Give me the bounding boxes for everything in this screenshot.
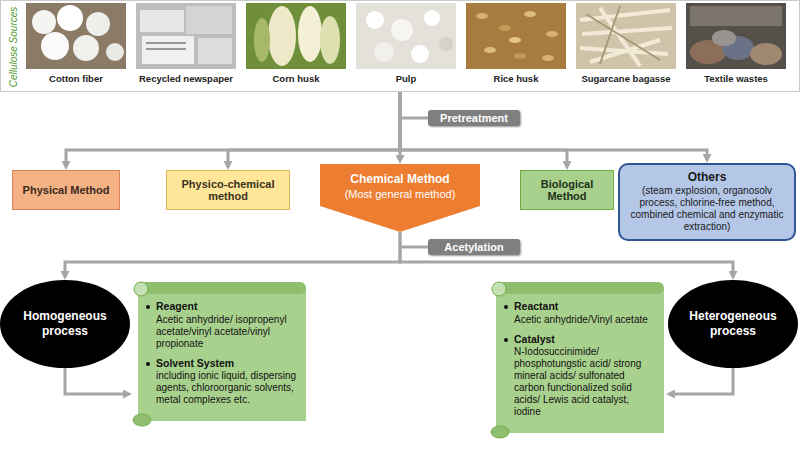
method-note: (steam explosion, organosolv process, ch… (628, 185, 786, 233)
scroll-body: Acetic anhydride/ isopropenyl acetate/vi… (156, 314, 298, 350)
scroll-body-shape (138, 288, 306, 421)
photo-caption: Corn husk (241, 73, 351, 84)
connector (66, 92, 400, 161)
photo-caption: Sugarcane bagasse (571, 73, 681, 84)
photo-caption: Cotton fiber (21, 73, 131, 84)
scroll-curl (134, 282, 148, 296)
scroll-heading: Solvent System (156, 357, 298, 370)
method-box: Physico-chemical method (166, 170, 290, 210)
process-ellipse: Heterogeneous process (668, 280, 798, 368)
scroll-roll (140, 282, 306, 294)
method-label: Biological Method (527, 178, 607, 202)
step-tag: Pretreatment (428, 110, 520, 126)
corn-husk-photo (246, 3, 346, 69)
pulp-photo (356, 3, 456, 69)
method-box: Others(steam explosion, organosolv proce… (618, 163, 796, 241)
scroll-curl (491, 426, 509, 438)
scroll-body: including ionic liquid, dispersing agent… (156, 370, 298, 406)
newspaper-photo (136, 3, 236, 69)
method-note: (Most general method) (328, 187, 472, 202)
photo-caption: Rice husk (461, 73, 571, 84)
rice-husk-photo (466, 3, 566, 69)
scroll-heading: Reactant (514, 300, 656, 313)
connector (65, 368, 123, 394)
scroll-body: N-Iodosuccinimide/ phosphotungstic acid/… (514, 346, 656, 418)
method-box: Biological Method (520, 170, 614, 210)
scroll-body-shape (496, 288, 664, 433)
scroll-heading: Catalyst (514, 333, 656, 346)
process-label: Heterogeneous process (688, 309, 778, 339)
tag-label: Pretreatment (432, 112, 516, 124)
tag-stub (400, 246, 428, 249)
process-label: Homogeneous process (20, 309, 110, 339)
detail-scroll: ReagentAcetic anhydride/ isopropenyl ace… (132, 280, 308, 427)
scroll-body: Acetic anhydride/Vinyl acetate (514, 314, 656, 326)
scroll-curl (133, 414, 151, 426)
connector (675, 368, 733, 394)
scroll-curl (492, 282, 506, 296)
process-ellipse: Homogeneous process (0, 280, 130, 368)
method-label: Chemical Method (328, 172, 472, 187)
method-label: Physico-chemical method (173, 178, 283, 202)
photo-caption: Pulp (351, 73, 461, 84)
method-box: Physical Method (12, 170, 120, 210)
photo-caption: Recycled newspaper (131, 73, 241, 84)
bullet-dot (146, 362, 150, 366)
scroll-heading: Reagent (156, 300, 298, 313)
bullet-dot (504, 305, 508, 309)
cotton-photo (26, 3, 126, 69)
connector (65, 232, 400, 271)
tag-label: Acetylation (432, 241, 516, 253)
scroll-roll (498, 282, 664, 294)
method-pentagon: Chemical Method(Most general method) (320, 164, 480, 232)
connector (228, 92, 400, 161)
method-label: Others (628, 170, 786, 185)
pentagon-shape (320, 164, 480, 232)
tag-stub (400, 117, 428, 120)
connector (400, 92, 707, 154)
step-tag: Acetylation (428, 239, 520, 255)
detail-scroll: ReactantAcetic anhydride/Vinyl acetateCa… (490, 280, 666, 439)
photo-caption: Textile wastes (681, 73, 791, 84)
bullet-dot (146, 305, 150, 309)
bullet-dot (504, 338, 508, 342)
textile-photo (686, 3, 786, 69)
bagasse-photo (576, 3, 676, 69)
band-title: Cellulose Sources (8, 7, 19, 88)
method-label: Physical Method (19, 184, 113, 196)
